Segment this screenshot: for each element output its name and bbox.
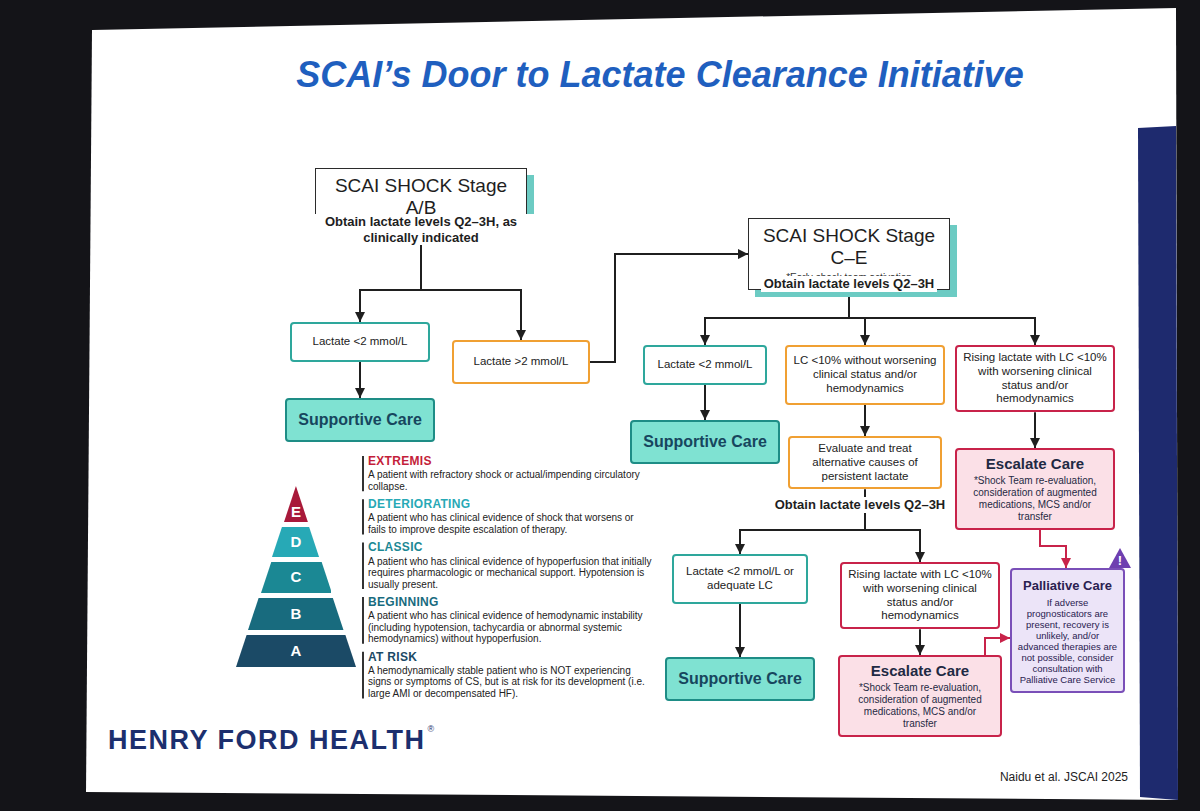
box-text: Lactate >2 mmol/L (460, 355, 582, 369)
pyramid-band: B (248, 598, 343, 630)
flow-arrow (359, 362, 361, 398)
stage-description: A patient who has clinical evidence of h… (368, 556, 653, 591)
lactate-result-box: Rising lactate with LC <10% with worseni… (955, 345, 1115, 412)
stage-description: A patient who has clinical evidence of s… (368, 512, 653, 535)
slide-side-bar (1138, 126, 1178, 800)
pyramid-band-fill (272, 527, 319, 557)
box-text: Supportive Care (638, 433, 772, 451)
stage-bracket-bar (362, 499, 364, 534)
stage-name: EXTREMIS (368, 455, 432, 468)
box-subtext: *Shock Team re-evaluation, consideration… (846, 682, 994, 730)
box-text: B (248, 606, 343, 623)
citation: Naidu et al. JSCAI 2025 (1000, 770, 1128, 784)
flow-arrow (739, 604, 741, 657)
registered-mark: ® (428, 725, 435, 734)
pyramid-band: E (284, 486, 308, 522)
supportive-care-box: Supportive Care (630, 420, 780, 464)
pyramid-band-fill (284, 486, 308, 522)
flow-arrow (705, 290, 849, 345)
box-text: E (284, 504, 308, 521)
box-text: Palliative Care (1017, 578, 1118, 594)
process-box: Evaluate and treat alternative causes of… (788, 436, 942, 489)
box-text: Supportive Care (673, 670, 807, 688)
lactate-result-box: Lactate <2 mmol/L (643, 345, 767, 385)
lactate-result-box: Rising lactate with LC <10% with worseni… (840, 562, 1000, 629)
flow-arrow (1034, 412, 1036, 448)
box-text: A (236, 643, 356, 660)
stage-name: CLASSIC (368, 541, 423, 554)
box-subtext: If adverse prognosticators are present, … (1017, 597, 1118, 686)
flow-arrow (1040, 530, 1066, 568)
stage-bracket-bar (362, 456, 364, 491)
box-text: Rising lactate with LC <10% with worseni… (963, 351, 1107, 406)
box-text: Supportive Care (293, 411, 427, 429)
lactate-result-box: Lactate <2 mmol/L (290, 322, 430, 362)
box-text: Evaluate and treat alternative causes of… (796, 442, 934, 483)
step-note: Obtain lactate levels Q2–3H, as clinical… (298, 214, 544, 245)
warning-icon: ! (1109, 548, 1131, 568)
pyramid-band: A (236, 635, 356, 667)
box-text: Lactate <2 mmol/L (651, 358, 759, 372)
step-note: Obtain lactate levels Q2–3H (761, 276, 938, 292)
flow-arrow (704, 385, 706, 420)
flow-arrow (985, 638, 1010, 655)
flow-arrow (849, 290, 1035, 345)
slide-title: SCAI’s Door to Lactate Clearance Initiat… (170, 54, 1150, 95)
box-text: Escalate Care (963, 455, 1107, 473)
pyramid-band-fill (236, 635, 356, 667)
box-text: Rising lactate with LC <10% with worseni… (848, 568, 992, 623)
supportive-care-box: Supportive Care (285, 398, 435, 442)
logo-text: HENRY FORD HEALTH (108, 726, 426, 756)
stage-bracket-bar (362, 597, 364, 644)
pyramid-band: D (272, 527, 319, 557)
stage-bracket-bar (362, 542, 364, 589)
flow-arrow (864, 405, 866, 436)
palliative-care-box: Palliative Care If adverse prognosticator… (1010, 568, 1125, 693)
stage-name: BEGINNING (368, 596, 439, 609)
stage-description: A patient who has clinical evidence of h… (368, 610, 653, 645)
pyramid-band: C (261, 562, 332, 593)
step-note: Obtain lactate levels Q2–3H (772, 497, 949, 513)
stage-description: A hemodynamically stable patient who is … (368, 665, 653, 700)
pyramid-band-fill (248, 598, 343, 630)
stage-name: AT RISK (368, 651, 417, 664)
box-text: D (272, 534, 319, 551)
slide-screen (86, 8, 1178, 800)
lactate-result-box: LC <10% without worsening clinical statu… (785, 345, 945, 405)
box-text: Escalate Care (846, 662, 994, 680)
lactate-result-box: Lactate <2 mmol/L or adequate LC (672, 554, 808, 604)
box-text: SCAI SHOCK Stage A/B (324, 175, 518, 219)
escalate-care-box: Escalate Care *Shock Team re-evaluation, … (838, 655, 1002, 737)
pyramid-band-fill (261, 562, 332, 593)
box-text: Lactate <2 mmol/L or adequate LC (680, 565, 800, 593)
escalate-care-box: Escalate Care *Shock Team re-evaluation, … (955, 448, 1115, 530)
flow-arrow (919, 629, 921, 655)
box-subtext: *Shock Team re-evaluation, consideration… (963, 475, 1107, 523)
lactate-result-box: Lactate >2 mmol/L (452, 340, 590, 384)
box-text: Lactate <2 mmol/L (298, 335, 422, 349)
supportive-care-box: Supportive Care (665, 657, 815, 701)
stage-name: DETERIORATING (368, 498, 470, 511)
stage-bracket-bar (362, 652, 364, 699)
box-text: SCAI SHOCK Stage C–E (757, 225, 941, 269)
stage-description: A patient with refractory shock or actua… (368, 469, 653, 492)
box-text: C (261, 569, 332, 586)
box-text: LC <10% without worsening clinical statu… (793, 354, 937, 395)
